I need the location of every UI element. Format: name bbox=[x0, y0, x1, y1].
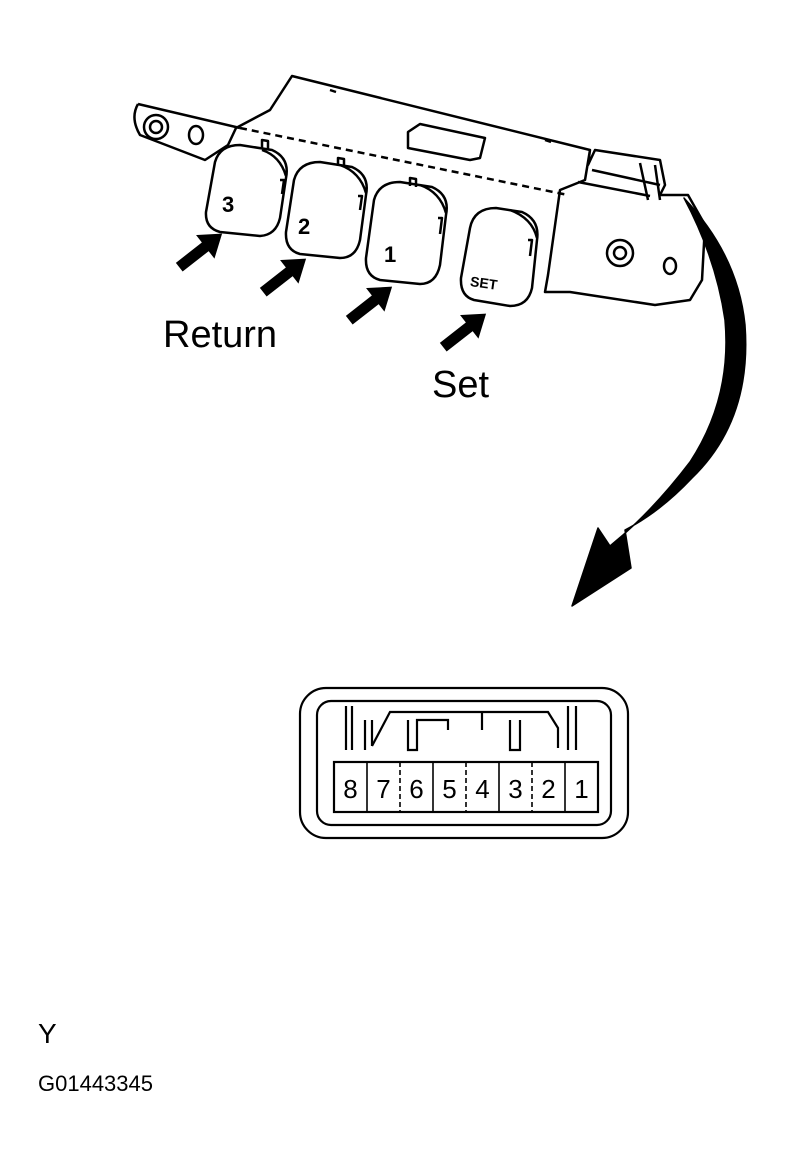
memory-button-1-label: 1 bbox=[384, 242, 396, 267]
memory-button-2-label: 2 bbox=[298, 214, 310, 239]
housing-window bbox=[406, 122, 487, 162]
figure-code: G01443345 bbox=[38, 1071, 153, 1096]
connector-pin-8: 8 bbox=[343, 774, 357, 804]
press-arrow-3 bbox=[175, 233, 223, 272]
switch-assembly bbox=[133, 74, 707, 307]
connector-pin-2: 2 bbox=[531, 762, 556, 812]
memory-button-3[interactable]: 3 bbox=[204, 138, 288, 238]
connector-outer bbox=[298, 686, 630, 840]
return-label: Return bbox=[163, 314, 278, 356]
connector-pin-3: 3 bbox=[498, 762, 523, 812]
connector-pin-label: 3 bbox=[508, 774, 522, 804]
set-button-label: SET bbox=[469, 273, 499, 293]
memory-button-1[interactable]: 1 bbox=[364, 176, 448, 286]
connector-pin-label: 6 bbox=[409, 774, 423, 804]
memory-buttons: 3 2 1 SET bbox=[204, 138, 539, 308]
connector-pin-label: 5 bbox=[442, 774, 456, 804]
connector bbox=[298, 686, 630, 840]
press-arrow-2 bbox=[259, 258, 307, 297]
connector-pin-7: 7 bbox=[366, 762, 391, 812]
mount-hole-right-small bbox=[662, 256, 678, 276]
connector-pin-label: 7 bbox=[376, 774, 390, 804]
mount-hole-left-small bbox=[187, 124, 205, 146]
connector-pin-4: 4 bbox=[465, 762, 490, 812]
connector-inner bbox=[315, 699, 613, 827]
connector-pin-label: 2 bbox=[541, 774, 555, 804]
mount-hole-right bbox=[605, 238, 635, 268]
set-button[interactable]: SET bbox=[459, 206, 539, 308]
mount-hole-left bbox=[142, 113, 170, 141]
connector-pin-label: 8 bbox=[343, 774, 357, 804]
connector-pin-1: 1 bbox=[564, 762, 589, 812]
connector-pin-6: 6 bbox=[399, 762, 424, 812]
memory-button-3-label: 3 bbox=[222, 192, 234, 217]
press-arrow-1 bbox=[345, 286, 393, 325]
memory-button-2[interactable]: 2 bbox=[284, 156, 368, 260]
press-arrows bbox=[175, 233, 487, 352]
press-arrow-set bbox=[439, 313, 487, 352]
switch-bracket bbox=[133, 74, 707, 307]
connector-pin-label: 1 bbox=[574, 774, 588, 804]
set-label: Set bbox=[432, 364, 490, 406]
connector-pin-label: 4 bbox=[475, 774, 489, 804]
connector-view-arrow bbox=[571, 197, 747, 607]
view-letter: Y bbox=[38, 1018, 57, 1049]
connector-pin-5: 5 bbox=[432, 762, 457, 812]
